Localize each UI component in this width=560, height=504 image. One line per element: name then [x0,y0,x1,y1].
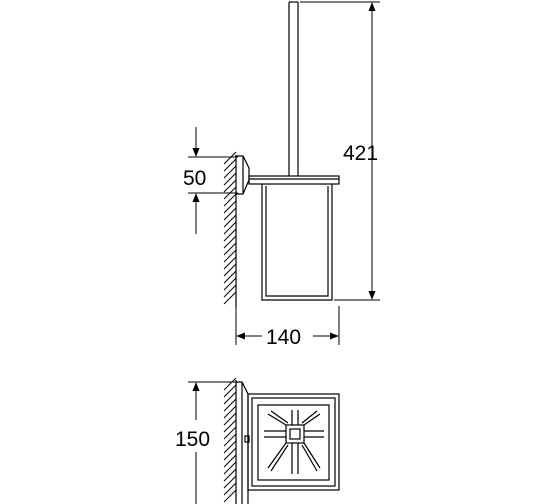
hatch-stroke [223,263,237,277]
hatch-stroke [223,447,237,461]
dimension-height-total [300,1,380,301]
holder-square-inner [257,404,330,481]
hatch-stroke [223,277,237,291]
wall-plate-knob [244,435,250,443]
brush-container [261,184,333,301]
dimension-width [188,381,238,504]
hatch-stroke [223,419,237,433]
hatch-stroke [223,284,237,298]
hatch-stroke [223,158,237,172]
hatch-stroke [223,172,237,186]
dimension-label-50: 50 [183,167,206,190]
hatch-stroke [223,291,237,305]
hatch-stroke [223,221,237,235]
hatch-stroke [223,256,237,270]
hatch-stroke [223,461,237,475]
grille-pattern [264,410,324,474]
hatch-stroke [223,454,237,468]
hatch-stroke [223,270,237,284]
hatch-stroke [223,200,237,214]
hatch-stroke [223,228,237,242]
dimension-bracket-height [188,127,238,234]
hatch-stroke [223,193,237,207]
hatch-stroke [223,391,237,405]
dimension-label-150: 150 [175,428,210,451]
hatch-stroke [223,165,237,179]
hatch-stroke [223,207,237,221]
side-view [223,1,340,308]
hatch-stroke [223,412,237,426]
hatch-stroke [223,398,237,412]
hatch-stroke [223,482,237,496]
hatch-stroke [223,377,237,391]
dimension-projection [235,306,340,345]
hatch-stroke [223,405,237,419]
hatch-stroke [223,242,237,256]
hatch-stroke [223,475,237,489]
hatch-stroke [223,426,237,440]
hatch-stroke [223,440,237,454]
hatch-stroke [223,235,237,249]
hatch-stroke [223,384,237,398]
dimension-label-140: 140 [266,326,301,349]
hatch-stroke [223,468,237,482]
wall-bracket [236,155,250,195]
dimension-label-421: 421 [343,142,378,165]
holder-square-outer [247,393,340,491]
top-view [223,377,340,504]
holder-top-plate [248,175,340,185]
wall-hatching [223,151,237,305]
hatch-stroke [223,489,237,503]
holder-square-rim [251,397,336,487]
hatch-stroke [223,214,237,228]
hatch-stroke [223,179,237,193]
hatch-stroke [223,249,237,263]
brush-container-inner [265,186,329,297]
hatch-stroke [223,151,237,165]
hatch-stroke [223,433,237,447]
wall-hatching-top-view [223,377,237,503]
